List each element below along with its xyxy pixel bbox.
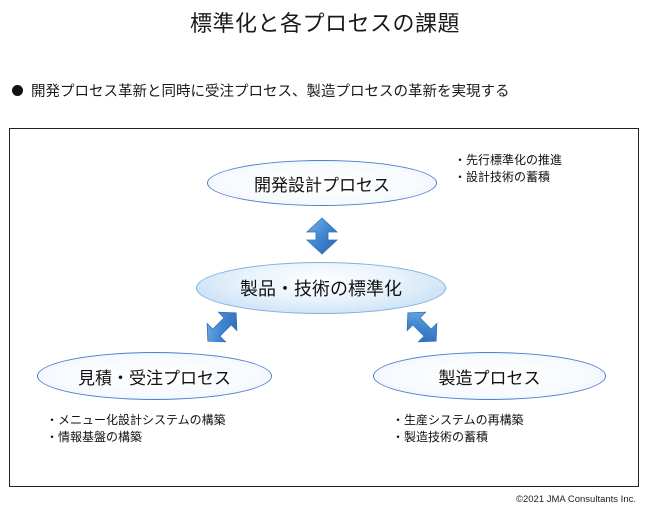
note-item: ・メニュー化設計システムの構築	[46, 413, 226, 427]
node-standardization-label: 製品・技術の標準化	[240, 279, 402, 300]
summary-text: 開発プロセス革新と同時に受注プロセス、製造プロセスの革新を実現する	[31, 84, 510, 100]
note-item: ・製造技術の蓄積	[392, 430, 489, 444]
note-item: ・先行標準化の推進	[454, 153, 563, 167]
node-development-design-label: 開発設計プロセス	[254, 175, 390, 196]
node-manufacturing-label: 製造プロセス	[438, 368, 541, 389]
notes-development: ・先行標準化の推進 ・設計技術の蓄積	[454, 152, 562, 186]
notes-manufacturing: ・生産システムの再構築 ・製造技術の蓄積	[392, 412, 524, 446]
note-item: ・設計技術の蓄積	[454, 170, 551, 184]
double-arrow-right-diagonal-icon	[406, 311, 438, 343]
node-development-design: 開発設計プロセス	[207, 160, 437, 206]
node-standardization: 製品・技術の標準化	[196, 262, 446, 314]
node-estimate-order: 見積・受注プロセス	[37, 352, 272, 400]
notes-estimate-order: ・メニュー化設計システムの構築 ・情報基盤の構築	[46, 412, 226, 446]
bullet-dot-icon	[12, 85, 23, 96]
double-arrow-left-diagonal-icon	[206, 311, 238, 343]
node-manufacturing: 製造プロセス	[373, 352, 606, 400]
node-estimate-order-label: 見積・受注プロセス	[78, 368, 231, 389]
note-item: ・生産システムの再構築	[392, 413, 524, 427]
page-title: 標準化と各プロセスの課題	[189, 12, 460, 37]
copyright-text: ©2021 JMA Consultants Inc.	[515, 494, 636, 505]
note-item: ・情報基盤の構築	[46, 430, 143, 444]
double-arrow-vertical-icon	[305, 217, 339, 255]
diagram-frame	[9, 128, 639, 487]
summary-bullet: 開発プロセス革新と同時に受注プロセス、製造プロセスの革新を実現する	[12, 80, 510, 101]
